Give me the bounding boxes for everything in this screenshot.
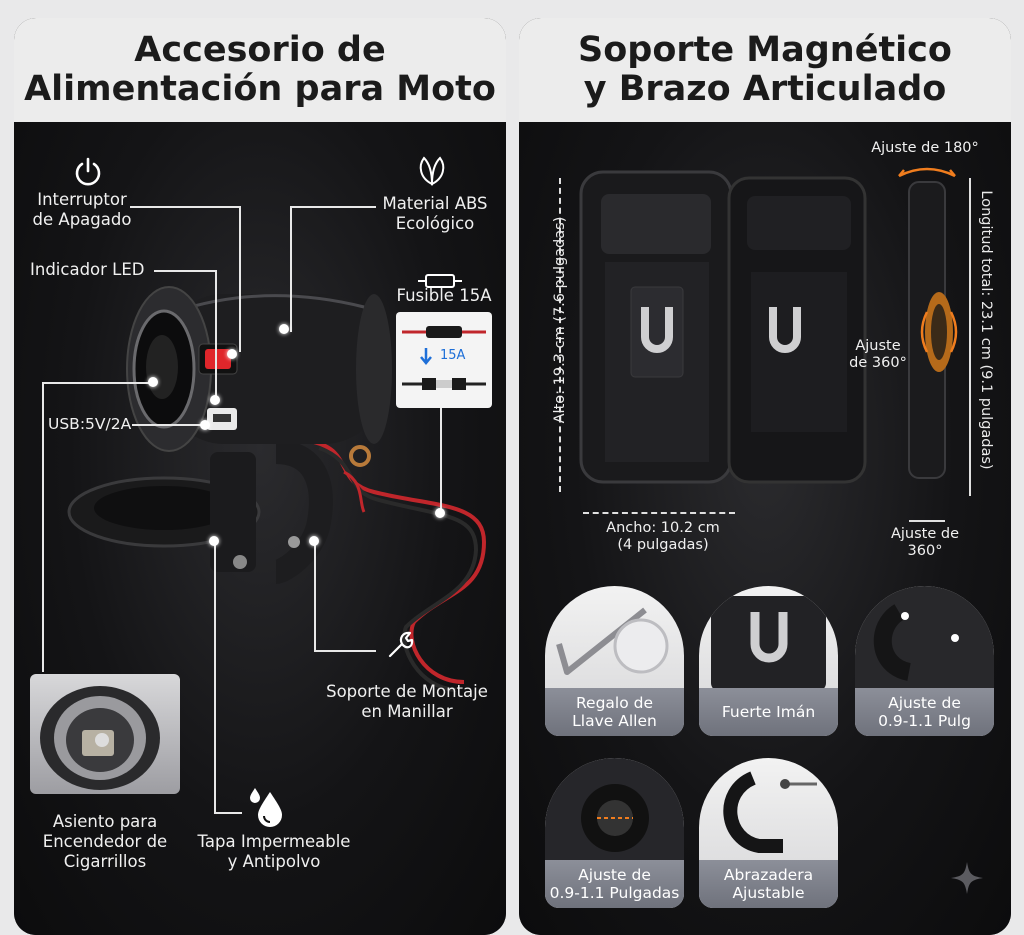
width-label: Ancho: 10.2 cm (4 pulgadas) (606, 520, 720, 553)
wrench-icon (388, 631, 414, 658)
leader-line-material-v (290, 206, 292, 332)
sparkle-icon (951, 862, 983, 894)
power-icon (75, 157, 101, 186)
marker-cover (209, 536, 219, 546)
right-stage: Alto: 19.3 cm (7.6 pulgadas) Longitud to… (519, 122, 1011, 935)
leader-line-led-v (215, 270, 217, 400)
label-led: Indicador LED (30, 260, 145, 279)
marker-mount (309, 536, 319, 546)
marker-fuse (435, 508, 445, 518)
height-label: Alto: 19.3 cm (7.6 pulgadas) (552, 216, 568, 424)
width-dim-line (583, 512, 735, 514)
label-cover: Tapa Impermeable y Antipolvo (197, 832, 351, 871)
fuse-inset-drawing (402, 326, 486, 390)
right-panel: Soporte Magnético y Brazo Articulado (519, 18, 1011, 935)
adjust-180-label: Ajuste de 180° (871, 140, 979, 156)
label-material: Material ABS Ecológico (382, 194, 488, 233)
feature-magnet-caption: Fuerte Imán (699, 688, 838, 736)
magnet-drawing (711, 596, 826, 691)
adjust-360-mid-label: Ajuste de 360° (849, 338, 907, 371)
leader-line-cover (214, 542, 216, 812)
feature-adjust-inch: Ajuste de 0.9-1.1 Pulg (855, 586, 994, 736)
left-title: Accesorio de Alimentación para Moto (14, 18, 506, 122)
marker-led (210, 395, 220, 405)
water-drop-icon (250, 788, 282, 827)
height-dim-line (559, 178, 561, 492)
leader-line-switch (130, 206, 240, 208)
right-title-line2: y Brazo Articulado (583, 69, 947, 109)
leader-line-fuse (440, 402, 442, 512)
right-title-line1: Soporte Magnético (578, 30, 952, 70)
leader-line-socket-h (42, 382, 154, 384)
label-fuse: Fusible 15A (396, 286, 492, 305)
rotating-mount-drawing (545, 758, 684, 860)
feature-magnet: Fuerte Imán (699, 586, 838, 736)
marker-switch (227, 349, 237, 359)
marker-socket (148, 377, 158, 387)
label-usb: USB:5V/2A (48, 415, 132, 433)
marker-usb (200, 420, 210, 430)
leader-line-led (154, 270, 216, 272)
phone-case-image (579, 167, 958, 484)
feature-adjustable-clamp: Abrazadera Ajustable (699, 758, 838, 908)
fuse-tag: 15A (440, 348, 466, 363)
leaf-icon (419, 156, 445, 186)
allen-key-drawing (556, 607, 669, 675)
feature-allen-key: Regalo de Llave Allen (545, 586, 684, 736)
adjustable-clamp-drawing (723, 771, 817, 853)
leader-line-socket (42, 382, 44, 672)
feature-allen-key-caption: Regalo de Llave Allen (545, 688, 684, 736)
socket-inset (30, 674, 180, 794)
leader-line-usb (132, 424, 206, 426)
leader-line-cover-h (214, 812, 242, 814)
left-stage: 15A Interruptor de Apagado Indicador LED… (14, 122, 506, 935)
label-socket: Asiento para Encendedor de Cigarrillos (42, 812, 168, 871)
fuse-icon (418, 274, 462, 288)
feature-adjust-inches: Ajuste de 0.9-1.1 Pulgadas (545, 758, 684, 908)
label-power-switch: Interruptor de Apagado (32, 190, 132, 229)
charger-product-image (67, 286, 487, 692)
right-title: Soporte Magnético y Brazo Articulado (519, 18, 1011, 122)
feature-adjust-inches-caption: Ajuste de 0.9-1.1 Pulgadas (545, 860, 684, 908)
leader-line-mount-h (314, 650, 376, 652)
socket-inset-drawing (40, 686, 160, 790)
adjust-360-bottom-label: Ajuste de 360° (890, 526, 960, 559)
left-title-line2: Alimentación para Moto (24, 69, 496, 109)
leader-line-material (290, 206, 376, 208)
left-panel: Accesorio de Alimentación para Moto (14, 18, 506, 935)
left-title-line1: Accesorio de (134, 30, 386, 70)
clamp-adjust-drawing (855, 586, 994, 688)
length-label: Longitud total: 23.1 cm (9.1 pulgadas) (978, 190, 994, 470)
marker-material (279, 324, 289, 334)
length-dim-line (969, 178, 971, 496)
bottom-adjust-line (909, 520, 945, 522)
leader-line-switch-v (239, 206, 241, 352)
feature-adjustable-clamp-caption: Abrazadera Ajustable (699, 860, 838, 908)
label-mount: Soporte de Montaje en Manillar (326, 682, 488, 721)
leader-line-mount (314, 540, 316, 650)
fuse-inset: 15A (396, 312, 492, 408)
feature-adjust-inch-caption: Ajuste de 0.9-1.1 Pulg (855, 688, 994, 736)
